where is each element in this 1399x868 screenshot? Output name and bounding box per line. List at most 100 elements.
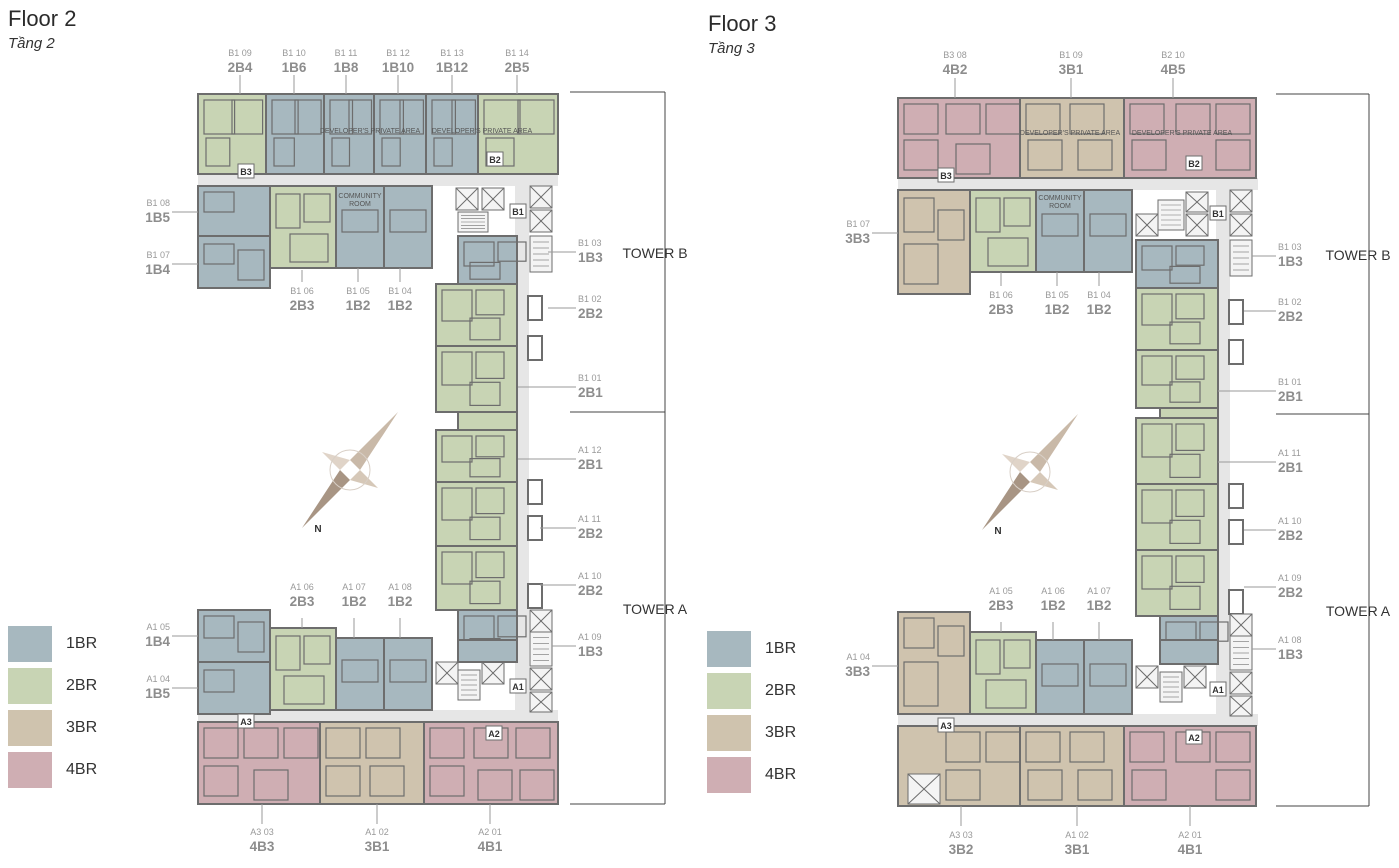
room-partition xyxy=(903,661,939,707)
room-partition xyxy=(429,727,465,759)
unit-type-label: 1B12 xyxy=(436,60,468,75)
unit-code-label: B1 04 xyxy=(388,286,412,296)
unit-type-label: 1B10 xyxy=(382,60,414,75)
unit-3br xyxy=(1019,725,1125,807)
unit-code-label: B1 08 xyxy=(146,198,170,208)
room-partition xyxy=(379,99,404,135)
unit-type-label: 2B2 xyxy=(1278,585,1303,600)
compass-needle xyxy=(322,452,350,470)
room-partition xyxy=(1169,585,1201,610)
unit-type-label: 1B8 xyxy=(334,60,359,75)
unit-type-label: 1B2 xyxy=(1087,598,1112,613)
unit-type-label: 1B2 xyxy=(388,594,413,609)
room-partition xyxy=(475,289,505,316)
room-partition xyxy=(469,516,501,541)
unit-code-label: B1 01 xyxy=(578,373,602,383)
room-partition xyxy=(231,99,264,135)
room-partition xyxy=(253,769,289,801)
unit-type-label: 2B3 xyxy=(989,302,1014,317)
unit-type-label: 1B3 xyxy=(578,250,603,265)
balcony xyxy=(527,335,543,361)
unit-2br xyxy=(457,411,518,431)
room-partition xyxy=(937,209,965,241)
room-partition xyxy=(1141,293,1173,326)
room-partition xyxy=(475,435,505,458)
unit-code-label: A1 07 xyxy=(342,582,366,592)
core-label-box xyxy=(1185,155,1203,171)
elevator-cross xyxy=(1229,213,1253,237)
room-partition xyxy=(477,769,513,801)
elevator-cross xyxy=(1229,695,1253,717)
room-partition xyxy=(1131,769,1167,801)
room-partition xyxy=(365,727,401,759)
unit-2br xyxy=(269,627,337,711)
unit-type-label: 2B2 xyxy=(578,306,603,321)
core-label-box xyxy=(1209,205,1227,221)
room-partition xyxy=(237,249,265,281)
elevator-cross xyxy=(529,667,553,691)
room-partition xyxy=(475,351,505,379)
elevator-cross xyxy=(1135,665,1159,689)
room-partition xyxy=(987,237,1029,267)
balcony xyxy=(1228,519,1244,545)
room-partition xyxy=(303,635,331,665)
unit-type-label: 1B6 xyxy=(282,60,307,75)
tower-a-label: TOWER A xyxy=(1326,603,1391,619)
room-partition xyxy=(341,659,379,683)
room-partition xyxy=(1215,103,1251,135)
room-partition xyxy=(469,580,501,605)
floor-2-title: Floor 2 xyxy=(8,6,77,31)
unit-code-label: A3 03 xyxy=(949,830,973,840)
room-partition xyxy=(348,99,373,135)
elevator-cross xyxy=(435,661,459,685)
unit-type-label: 1B3 xyxy=(578,644,603,659)
unit-type-label: 1B2 xyxy=(346,298,371,313)
core-label: B2 xyxy=(489,155,501,165)
elevator-cross xyxy=(529,185,553,209)
room-partition xyxy=(399,99,424,135)
unit-1br xyxy=(457,235,518,285)
room-partition xyxy=(945,731,981,763)
room-partition xyxy=(441,351,473,386)
unit-2br xyxy=(1159,407,1219,419)
unit-code-label: B1 07 xyxy=(146,250,170,260)
room-partition xyxy=(1175,355,1205,380)
unit-code-label: A2 01 xyxy=(1178,830,1202,840)
legend-label: 3BR xyxy=(66,719,98,736)
room-partition xyxy=(273,137,295,167)
core-label: A2 xyxy=(488,729,500,739)
room-partition xyxy=(475,487,505,515)
room-partition xyxy=(369,765,405,797)
unit-code-label: B1 06 xyxy=(290,286,314,296)
room-partition xyxy=(1215,139,1251,171)
room-partition xyxy=(203,615,235,639)
unit-type-label: 2B2 xyxy=(1278,528,1303,543)
room-partition xyxy=(283,727,319,759)
unit-type-label: 1B2 xyxy=(342,594,367,609)
room-partition xyxy=(1169,519,1201,544)
room-partition xyxy=(1175,423,1205,451)
corridor xyxy=(898,714,1258,726)
unit-1br xyxy=(1135,239,1219,289)
unit-type-label: 3B1 xyxy=(1065,842,1090,857)
room-partition xyxy=(1141,245,1173,271)
room-partition xyxy=(515,727,551,759)
unit-1br xyxy=(383,637,433,711)
unit-code-label: B1 11 xyxy=(335,48,358,58)
core-label-box xyxy=(1209,681,1227,697)
room-partition xyxy=(331,137,351,167)
room-partition xyxy=(1141,489,1173,524)
unit-code-label: A1 08 xyxy=(1278,635,1302,645)
compass-needle xyxy=(350,412,398,470)
community-room-label: ROOM xyxy=(349,201,371,208)
north-label: N xyxy=(994,526,1001,537)
legend-swatch-4br xyxy=(707,757,751,793)
unit-1br xyxy=(1035,639,1085,715)
room-partition xyxy=(1025,103,1061,135)
balcony xyxy=(1228,299,1244,325)
unit-type-label: 3B1 xyxy=(1059,62,1084,77)
unit-type-label: 2B2 xyxy=(578,583,603,598)
unit-code-label: B1 02 xyxy=(1278,297,1302,307)
core-label: A1 xyxy=(512,682,524,692)
room-partition xyxy=(303,193,331,223)
